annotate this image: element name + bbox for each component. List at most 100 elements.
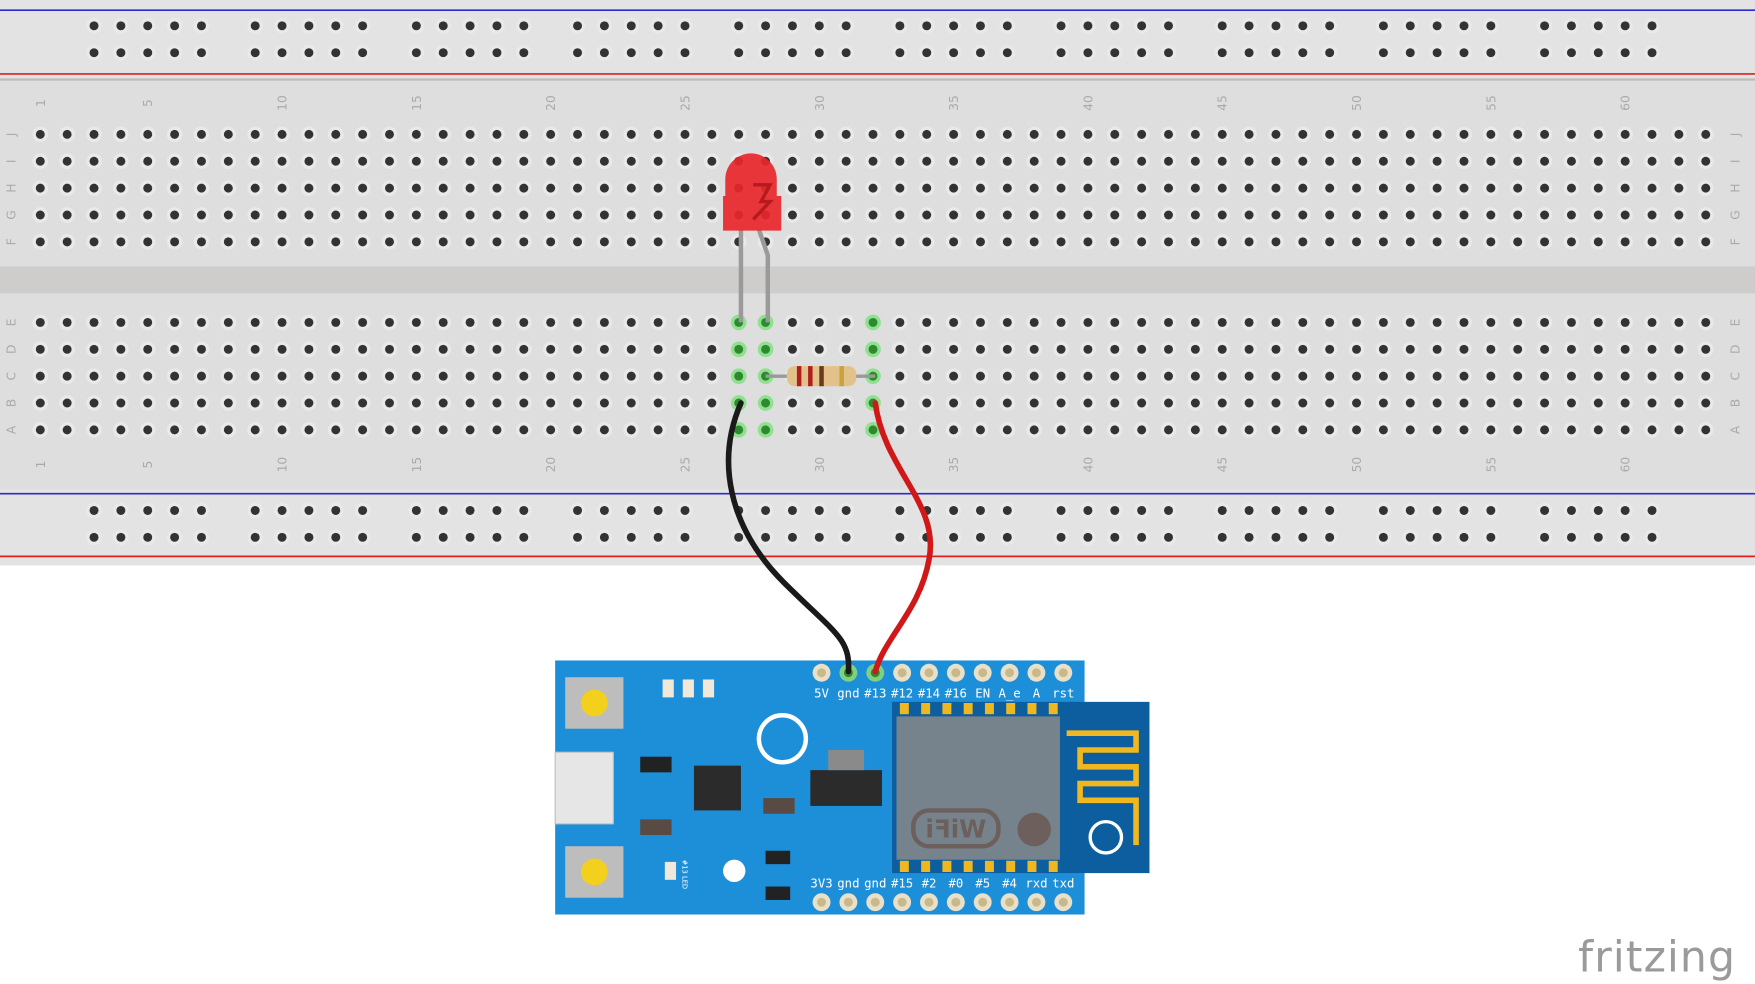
breadboard-hole[interactable] <box>1137 183 1147 193</box>
breadboard-hole[interactable] <box>599 532 609 542</box>
breadboard-hole[interactable] <box>465 425 475 435</box>
breadboard-hole[interactable] <box>761 129 771 139</box>
breadboard-hole[interactable] <box>89 505 99 515</box>
breadboard-hole[interactable] <box>170 425 180 435</box>
breadboard-hole[interactable] <box>734 344 744 354</box>
breadboard-hole[interactable] <box>304 183 314 193</box>
breadboard-hole[interactable] <box>734 21 744 31</box>
breadboard-hole[interactable] <box>1566 48 1576 58</box>
breadboard-hole[interactable] <box>1217 344 1227 354</box>
breadboard-hole[interactable] <box>761 398 771 408</box>
breadboard-hole[interactable] <box>680 210 690 220</box>
breadboard-hole[interactable] <box>1486 210 1496 220</box>
breadboard-hole[interactable] <box>949 156 959 166</box>
breadboard-hole[interactable] <box>492 425 502 435</box>
breadboard-hole[interactable] <box>599 371 609 381</box>
breadboard-hole[interactable] <box>1029 129 1039 139</box>
breadboard-hole[interactable] <box>1083 129 1093 139</box>
breadboard-hole[interactable] <box>1029 156 1039 166</box>
breadboard-hole[interactable] <box>465 371 475 381</box>
breadboard-hole[interactable] <box>1378 129 1388 139</box>
breadboard-hole[interactable] <box>411 237 421 247</box>
breadboard-hole[interactable] <box>1298 237 1308 247</box>
breadboard-hole[interactable] <box>841 398 851 408</box>
breadboard-hole[interactable] <box>1190 129 1200 139</box>
breadboard-hole[interactable] <box>573 532 583 542</box>
breadboard-hole[interactable] <box>1137 237 1147 247</box>
breadboard-hole[interactable] <box>331 317 341 327</box>
breadboard-hole[interactable] <box>35 237 45 247</box>
breadboard-hole[interactable] <box>1593 210 1603 220</box>
breadboard-hole[interactable] <box>492 317 502 327</box>
breadboard-hole[interactable] <box>787 398 797 408</box>
breadboard-hole[interactable] <box>1378 398 1388 408</box>
breadboard-hole[interactable] <box>116 532 126 542</box>
breadboard-hole[interactable] <box>89 21 99 31</box>
breadboard-hole[interactable] <box>599 398 609 408</box>
breadboard-hole[interactable] <box>1540 532 1550 542</box>
breadboard-hole[interactable] <box>707 371 717 381</box>
breadboard-hole[interactable] <box>62 237 72 247</box>
breadboard-hole[interactable] <box>787 505 797 515</box>
breadboard-hole[interactable] <box>277 398 287 408</box>
breadboard-hole[interactable] <box>841 48 851 58</box>
breadboard-hole[interactable] <box>250 21 260 31</box>
breadboard-hole[interactable] <box>1513 425 1523 435</box>
breadboard-hole[interactable] <box>814 505 824 515</box>
breadboard-hole[interactable] <box>1217 371 1227 381</box>
breadboard-hole[interactable] <box>1566 371 1576 381</box>
breadboard-hole[interactable] <box>949 129 959 139</box>
breadboard-hole[interactable] <box>277 505 287 515</box>
breadboard-hole[interactable] <box>465 156 475 166</box>
breadboard-hole[interactable] <box>1325 183 1335 193</box>
breadboard-hole[interactable] <box>787 425 797 435</box>
breadboard-hole[interactable] <box>1540 237 1550 247</box>
breadboard-hole[interactable] <box>1325 371 1335 381</box>
breadboard-hole[interactable] <box>1164 156 1173 166</box>
breadboard-hole[interactable] <box>277 532 287 542</box>
breadboard-hole[interactable] <box>277 156 287 166</box>
breadboard-hole[interactable] <box>116 317 126 327</box>
breadboard-hole[interactable] <box>1110 156 1120 166</box>
breadboard-hole[interactable] <box>1056 344 1066 354</box>
breadboard-hole[interactable] <box>1593 48 1603 58</box>
breadboard-hole[interactable] <box>1486 505 1496 515</box>
breadboard-hole[interactable] <box>734 48 744 58</box>
breadboard-hole[interactable] <box>599 129 609 139</box>
breadboard-hole[interactable] <box>653 210 663 220</box>
breadboard-hole[interactable] <box>707 398 717 408</box>
breadboard-hole[interactable] <box>1056 210 1066 220</box>
breadboard-hole[interactable] <box>1432 425 1442 435</box>
breadboard-hole[interactable] <box>1352 371 1362 381</box>
breadboard-hole[interactable] <box>519 210 529 220</box>
breadboard-hole[interactable] <box>1164 183 1173 193</box>
breadboard-hole[interactable] <box>1083 532 1093 542</box>
breadboard-hole[interactable] <box>358 48 368 58</box>
breadboard-hole[interactable] <box>35 156 45 166</box>
breadboard-hole[interactable] <box>116 425 126 435</box>
breadboard-hole[interactable] <box>1459 21 1469 31</box>
breadboard-hole[interactable] <box>1110 48 1120 58</box>
breadboard-hole[interactable] <box>761 48 771 58</box>
breadboard-hole[interactable] <box>1701 156 1711 166</box>
breadboard-hole[interactable] <box>1432 183 1442 193</box>
breadboard-hole[interactable] <box>1083 371 1093 381</box>
breadboard-hole[interactable] <box>841 425 851 435</box>
breadboard-hole[interactable] <box>438 21 448 31</box>
breadboard-hole[interactable] <box>1593 129 1603 139</box>
breadboard-hole[interactable] <box>1674 344 1684 354</box>
breadboard-hole[interactable] <box>1647 344 1657 354</box>
breadboard-hole[interactable] <box>1271 505 1281 515</box>
breadboard-hole[interactable] <box>116 398 126 408</box>
breadboard-hole[interactable] <box>1110 344 1120 354</box>
breadboard-hole[interactable] <box>1432 129 1442 139</box>
breadboard-hole[interactable] <box>1325 398 1335 408</box>
breadboard-hole[interactable] <box>358 129 368 139</box>
breadboard-hole[interactable] <box>304 21 314 31</box>
breadboard-hole[interactable] <box>116 505 126 515</box>
breadboard-hole[interactable] <box>653 183 663 193</box>
breadboard-hole[interactable] <box>1459 398 1469 408</box>
breadboard-hole[interactable] <box>331 371 341 381</box>
breadboard-hole[interactable] <box>1674 371 1684 381</box>
breadboard-hole[interactable] <box>653 317 663 327</box>
